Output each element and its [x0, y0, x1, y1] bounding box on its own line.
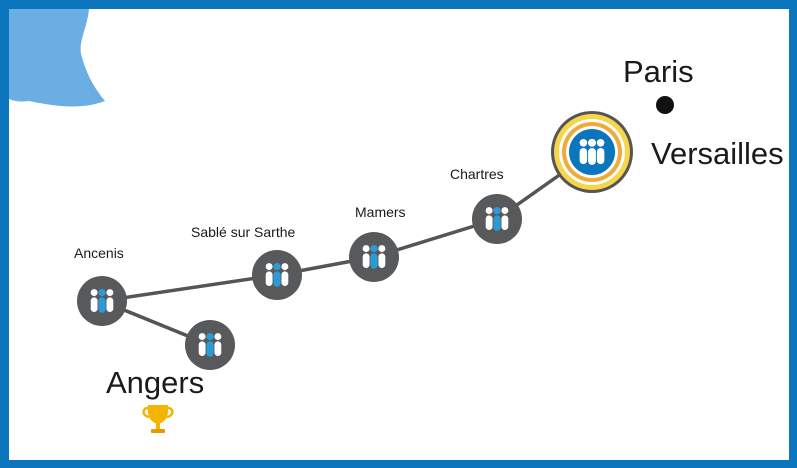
- city-node-ancenis[interactable]: [77, 276, 127, 326]
- city-node-chartres[interactable]: [472, 194, 522, 244]
- city-label-chartres: Chartres: [450, 166, 504, 182]
- city-label-versailles: Versailles: [651, 136, 784, 171]
- route-lines: [101, 150, 594, 347]
- paris-dot[interactable]: [656, 96, 674, 114]
- city-label-paris: Paris: [623, 54, 694, 89]
- city-node-angers[interactable]: [185, 320, 235, 370]
- city-node-versailles[interactable]: [551, 111, 633, 193]
- route-map: [9, 9, 674, 370]
- route-segment-ancenis-sable: [101, 273, 278, 303]
- city-nodes: [77, 111, 633, 370]
- trophy-icon: [140, 401, 176, 437]
- city-node-mamers[interactable]: [349, 232, 399, 282]
- coastline-land: [9, 9, 105, 107]
- city-label-angers: Angers: [106, 365, 205, 400]
- city-node-sable[interactable]: [252, 250, 302, 300]
- city-label-ancenis: Ancenis: [74, 245, 124, 261]
- city-label-mamers: Mamers: [355, 204, 406, 220]
- city-label-sable: Sablé sur Sarthe: [191, 224, 296, 240]
